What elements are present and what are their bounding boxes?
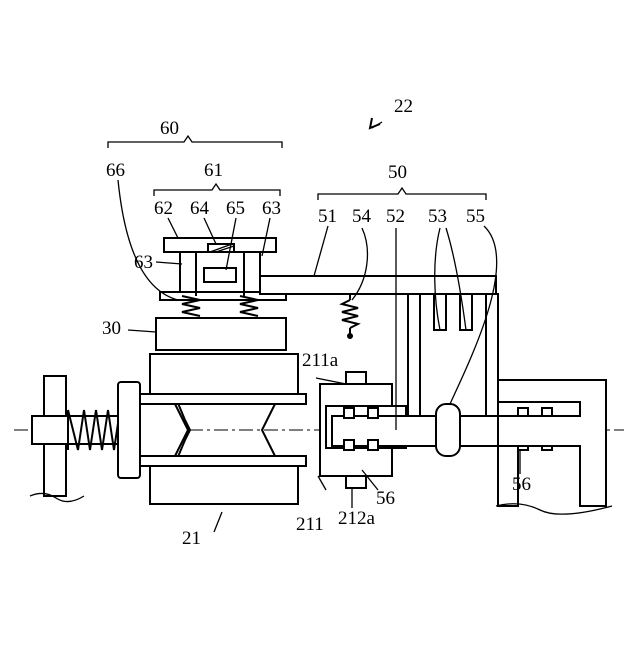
label-63-top: 63 [262, 198, 281, 219]
label-53: 53 [428, 206, 447, 227]
brace-61 [154, 184, 280, 196]
brace-60 [108, 136, 282, 148]
label-21: 21 [182, 528, 201, 549]
ring-55 [436, 404, 460, 456]
label-22: 22 [394, 96, 413, 117]
label-66: 66 [106, 160, 125, 181]
label-65: 65 [226, 198, 245, 219]
wheel-21 [140, 354, 306, 504]
label-61: 61 [204, 160, 223, 181]
block-65 [204, 268, 236, 282]
label-63-left: 63 [134, 252, 153, 273]
spring-54 [342, 294, 358, 339]
label-60: 60 [160, 118, 179, 139]
label-50: 50 [388, 162, 407, 183]
label-52: 52 [386, 206, 405, 227]
brace-50 [318, 188, 486, 200]
label-54: 54 [352, 206, 372, 227]
label-211a: 211a [302, 350, 339, 371]
label-64: 64 [190, 198, 210, 219]
label-212a: 212a [338, 508, 376, 529]
label-55: 55 [466, 206, 485, 227]
collar [118, 382, 140, 478]
label-211: 211 [296, 514, 324, 535]
block-30 [156, 318, 286, 350]
label-30: 30 [102, 318, 121, 339]
rods-53 [408, 294, 498, 418]
label-62: 62 [154, 198, 173, 219]
label-51: 51 [318, 206, 337, 227]
label-56-left: 56 [376, 488, 395, 509]
label-56-right: 56 [512, 474, 531, 495]
